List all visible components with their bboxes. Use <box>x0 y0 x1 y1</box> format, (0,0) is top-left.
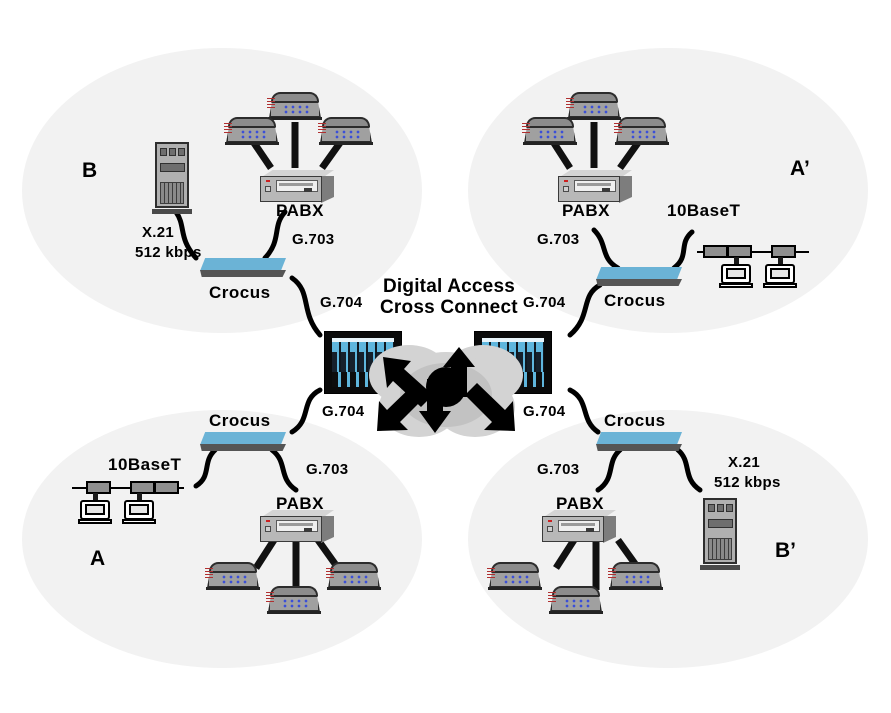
page-title-line1: Digital Access <box>383 276 515 297</box>
site-region-a <box>22 410 422 668</box>
link-label-x21: X.21 <box>142 224 175 241</box>
crocus-multiplexer-icon <box>200 432 286 454</box>
cross-connect-rack-icon <box>324 331 402 394</box>
link-label-g704: G.704 <box>320 294 363 311</box>
pabx-label: PABX <box>276 494 324 513</box>
telephone-icon <box>522 117 578 145</box>
link-label-g703: G.703 <box>292 231 335 248</box>
site-region-b <box>22 48 422 333</box>
workstation-icon <box>697 242 809 290</box>
crocus-label: Crocus <box>604 411 666 430</box>
link-label-g703: G.703 <box>306 461 349 478</box>
link-label-x21: X.21 <box>728 454 761 471</box>
lan-label-10baset: 10BaseT <box>667 201 741 220</box>
cross-connect-arrows-icon <box>377 347 515 433</box>
crocus-label: Crocus <box>209 411 271 430</box>
link-label-512kbps: 512 kbps <box>135 244 202 261</box>
telephone-icon <box>487 562 543 590</box>
telephone-icon <box>205 562 261 590</box>
telephone-icon <box>267 92 323 120</box>
link-label-g703: G.703 <box>537 231 580 248</box>
telephone-icon <box>326 562 382 590</box>
pabx-icon <box>558 170 632 204</box>
site-label-a-prime: A’ <box>790 157 810 180</box>
crocus-multiplexer-icon <box>596 432 682 454</box>
pabx-label: PABX <box>562 201 610 220</box>
pabx-icon <box>542 510 616 544</box>
pabx-icon <box>260 170 334 204</box>
page-title-line2: Cross Connect <box>380 297 518 318</box>
crocus-label: Crocus <box>604 291 666 310</box>
telephone-icon <box>608 562 664 590</box>
link-label-g704: G.704 <box>523 294 566 311</box>
pabx-label: PABX <box>556 494 604 513</box>
server-tower-icon <box>700 498 740 570</box>
telephone-icon <box>224 117 280 145</box>
pabx-icon <box>260 510 334 544</box>
link-label-512kbps: 512 kbps <box>714 474 781 491</box>
crocus-multiplexer-icon <box>200 258 286 280</box>
site-region-b-prime <box>468 410 868 668</box>
lan-label-10baset: 10BaseT <box>108 455 182 474</box>
pabx-label: PABX <box>276 201 324 220</box>
workstation-icon <box>72 478 184 526</box>
link-label-g704: G.704 <box>523 403 566 420</box>
link-label-g703: G.703 <box>537 461 580 478</box>
crocus-label: Crocus <box>209 283 271 302</box>
site-label-b: B <box>82 159 98 182</box>
link-label-g704: G.704 <box>322 403 365 420</box>
telephone-icon <box>318 117 374 145</box>
server-tower-icon <box>152 142 192 214</box>
telephone-icon <box>548 586 604 614</box>
site-label-a: A <box>90 547 106 570</box>
telephone-icon <box>614 117 670 145</box>
site-region-a-prime <box>468 48 868 333</box>
crocus-multiplexer-icon <box>596 267 682 289</box>
telephone-icon <box>566 92 622 120</box>
network-cloud-icon <box>363 335 529 445</box>
site-label-b-prime: B’ <box>775 539 796 562</box>
telephone-icon <box>266 586 322 614</box>
